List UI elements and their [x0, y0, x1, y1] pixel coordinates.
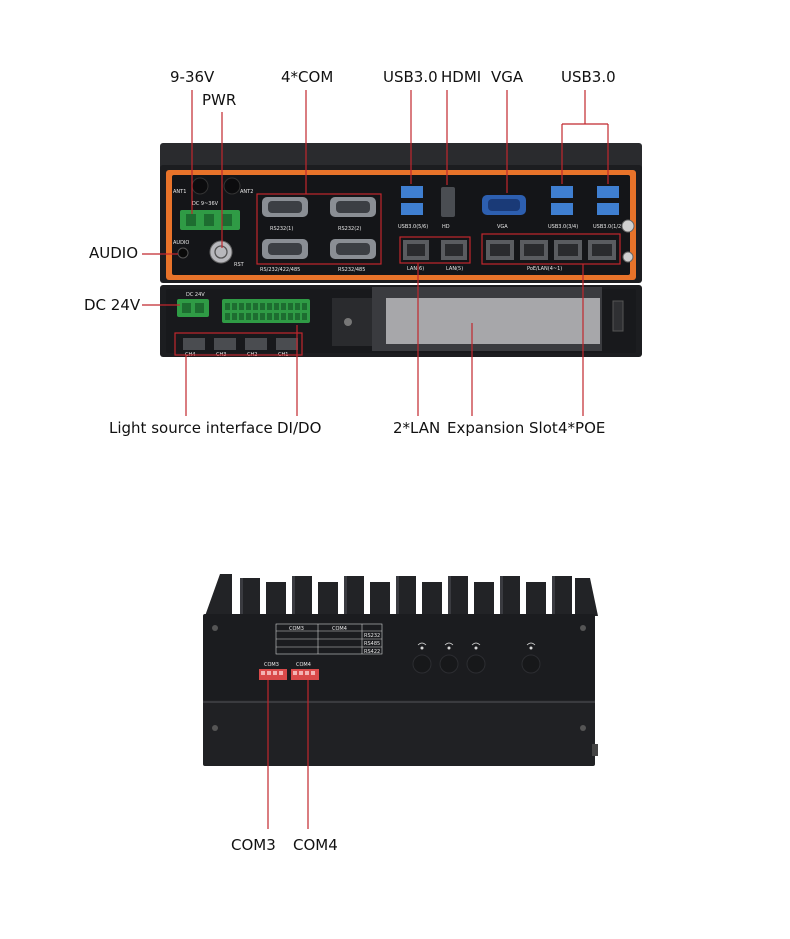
dc24-terminal — [177, 299, 209, 317]
hd-print: HD — [442, 224, 450, 230]
com-ports — [262, 197, 376, 259]
expansion-slot — [386, 298, 600, 344]
antenna-port-icon — [191, 177, 209, 195]
table-rs232-print: RS232 — [364, 633, 380, 639]
label-audio: AUDIO — [89, 244, 139, 262]
ant1-print: ANT1 — [173, 189, 186, 195]
table-com3-print: COM3 — [289, 626, 304, 632]
com-config-table — [275, 623, 383, 655]
usb12-print: USB3.0(1/2) — [593, 224, 623, 230]
audio-jack-icon — [177, 247, 189, 259]
label-4com: 4*COM — [281, 68, 334, 86]
power-button-icon — [209, 240, 233, 264]
table-rs485-print: RS485 — [364, 641, 380, 647]
vga-print: VGA — [497, 224, 508, 230]
usb-port — [597, 203, 619, 215]
usb34-print: USB3.0(3/4) — [548, 224, 578, 230]
screw-icon — [622, 251, 634, 263]
label-usb-right: USB3.0 — [561, 68, 616, 86]
ground-screw-icon — [621, 219, 635, 233]
usb-port — [401, 186, 423, 198]
table-com4-print: COM4 — [332, 626, 347, 632]
bottom-callout-lines — [267, 680, 309, 829]
label-expansion-slot: Expansion Slot — [447, 419, 558, 437]
label-dido: DI/DO — [277, 419, 322, 437]
dc-rating-print: DC 9~36V — [192, 201, 219, 207]
lan6-print: LAN(6) — [407, 266, 424, 272]
usb56-print: USB3.0(5/6) — [398, 224, 428, 230]
hdmi-port — [441, 187, 455, 217]
label-vga: VGA — [491, 68, 524, 86]
antenna-mounts — [412, 654, 541, 674]
label-usb-left: USB3.0 — [383, 68, 438, 86]
lan-ports — [403, 240, 467, 260]
rs232-485-print: RS232/485 — [338, 267, 365, 273]
ant2-print: ANT2 — [240, 189, 253, 195]
dc24v-print: DC 24V — [186, 292, 205, 298]
com4-dip-print: COM4 — [296, 662, 311, 668]
label-com3: COM3 — [231, 836, 276, 854]
rst-print: RST — [234, 262, 245, 268]
table-rs422-print: RS422 — [364, 649, 380, 655]
label-dc24v: DC 24V — [84, 296, 141, 314]
label-hdmi: HDMI — [441, 68, 482, 86]
audio-print: AUDIO — [173, 240, 189, 246]
usb-port — [551, 203, 573, 215]
usb-port — [551, 186, 573, 198]
callout-lines — [142, 90, 621, 416]
label-light-source: Light source interface — [109, 419, 273, 437]
antenna-port-icon — [223, 177, 241, 195]
label-2lan: 2*LAN — [393, 419, 441, 437]
rs232-2-print: RS232(2) — [338, 226, 361, 232]
label-4poe: 4*POE — [558, 419, 606, 437]
com3-dip-print: COM3 — [264, 662, 279, 668]
usb-port — [401, 203, 423, 215]
label-com4: COM4 — [293, 836, 338, 854]
lan5-print: LAN(5) — [446, 266, 463, 272]
light-source-connectors — [183, 338, 298, 350]
rear-view-device: COM3 COM4 RS232 RS485 RS422 COM3 COM4 — [203, 574, 598, 766]
rs232-1-print: RS232(1) — [270, 226, 293, 232]
usb-port — [597, 186, 619, 198]
poe-ports — [486, 240, 616, 260]
poe-print: PoE/LAN(4~1) — [527, 266, 562, 272]
label-pwr: PWR — [202, 91, 237, 109]
rs-multi-print: RS/232/422/485 — [260, 267, 300, 273]
front-panel-device: ANT1 ANT2 DC 9~36V RST AUDIO RS232(1) RS… — [160, 143, 642, 358]
wifi-icon — [420, 646, 533, 650]
label-9-36v: 9-36V — [170, 68, 215, 86]
